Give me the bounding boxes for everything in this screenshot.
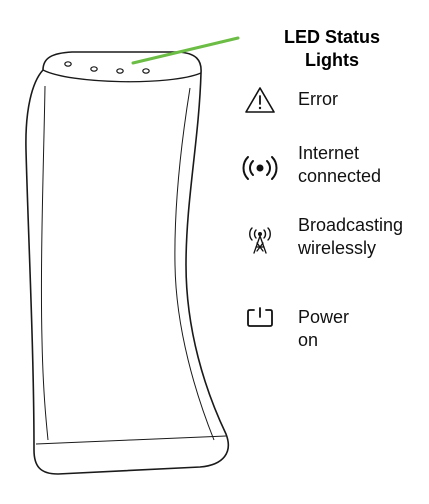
router-body: [25, 51, 230, 475]
led-error: [64, 61, 72, 67]
power-icon: [240, 298, 280, 338]
internet-signal-icon: [240, 148, 280, 188]
led-internet: [90, 66, 98, 72]
legend-title: LED Status Lights: [262, 26, 402, 72]
legend-label-error: Error: [298, 89, 338, 109]
legend-label-wireless-line1: Broadcasting: [298, 215, 404, 235]
pointer-line: [131, 36, 240, 65]
router-top-edge: [42, 69, 202, 83]
led-wireless: [116, 68, 124, 74]
router-inner-contour: [40, 85, 49, 441]
router-inner-contour-right: [174, 87, 215, 441]
legend-label-internet-line2: connected: [298, 166, 382, 186]
legend-title-line2: Lights: [305, 50, 359, 70]
legend-label-wireless-line2: wirelessly: [298, 238, 377, 258]
led-power: [142, 68, 150, 74]
broadcast-tower-icon: [240, 220, 280, 260]
legend-label-power: Power on: [298, 307, 350, 350]
legend-label-internet-line1: Internet: [298, 143, 360, 163]
router-base-line: [35, 435, 227, 445]
legend-label-wireless: Broadcasting wirelessly: [298, 214, 403, 260]
warning-triangle-icon: [240, 80, 280, 120]
legend-title-line1: LED Status: [283, 27, 380, 47]
legend-label-internet: Internet connected: [298, 142, 381, 188]
